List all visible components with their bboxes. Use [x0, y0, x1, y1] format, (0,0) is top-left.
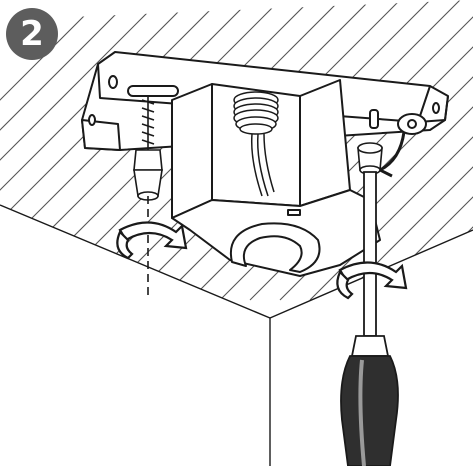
wall-corner [0, 204, 473, 466]
left-screw-icon [133, 96, 163, 300]
left-rotation-arrow-icon [116, 221, 188, 260]
step-number-badge: 2 [6, 8, 58, 60]
center-housing [171, 79, 381, 277]
screwdriver-icon [340, 171, 399, 467]
right-rotation-arrow-icon [336, 261, 408, 300]
right-screw-icon [357, 142, 383, 175]
cable-coil [233, 91, 279, 197]
